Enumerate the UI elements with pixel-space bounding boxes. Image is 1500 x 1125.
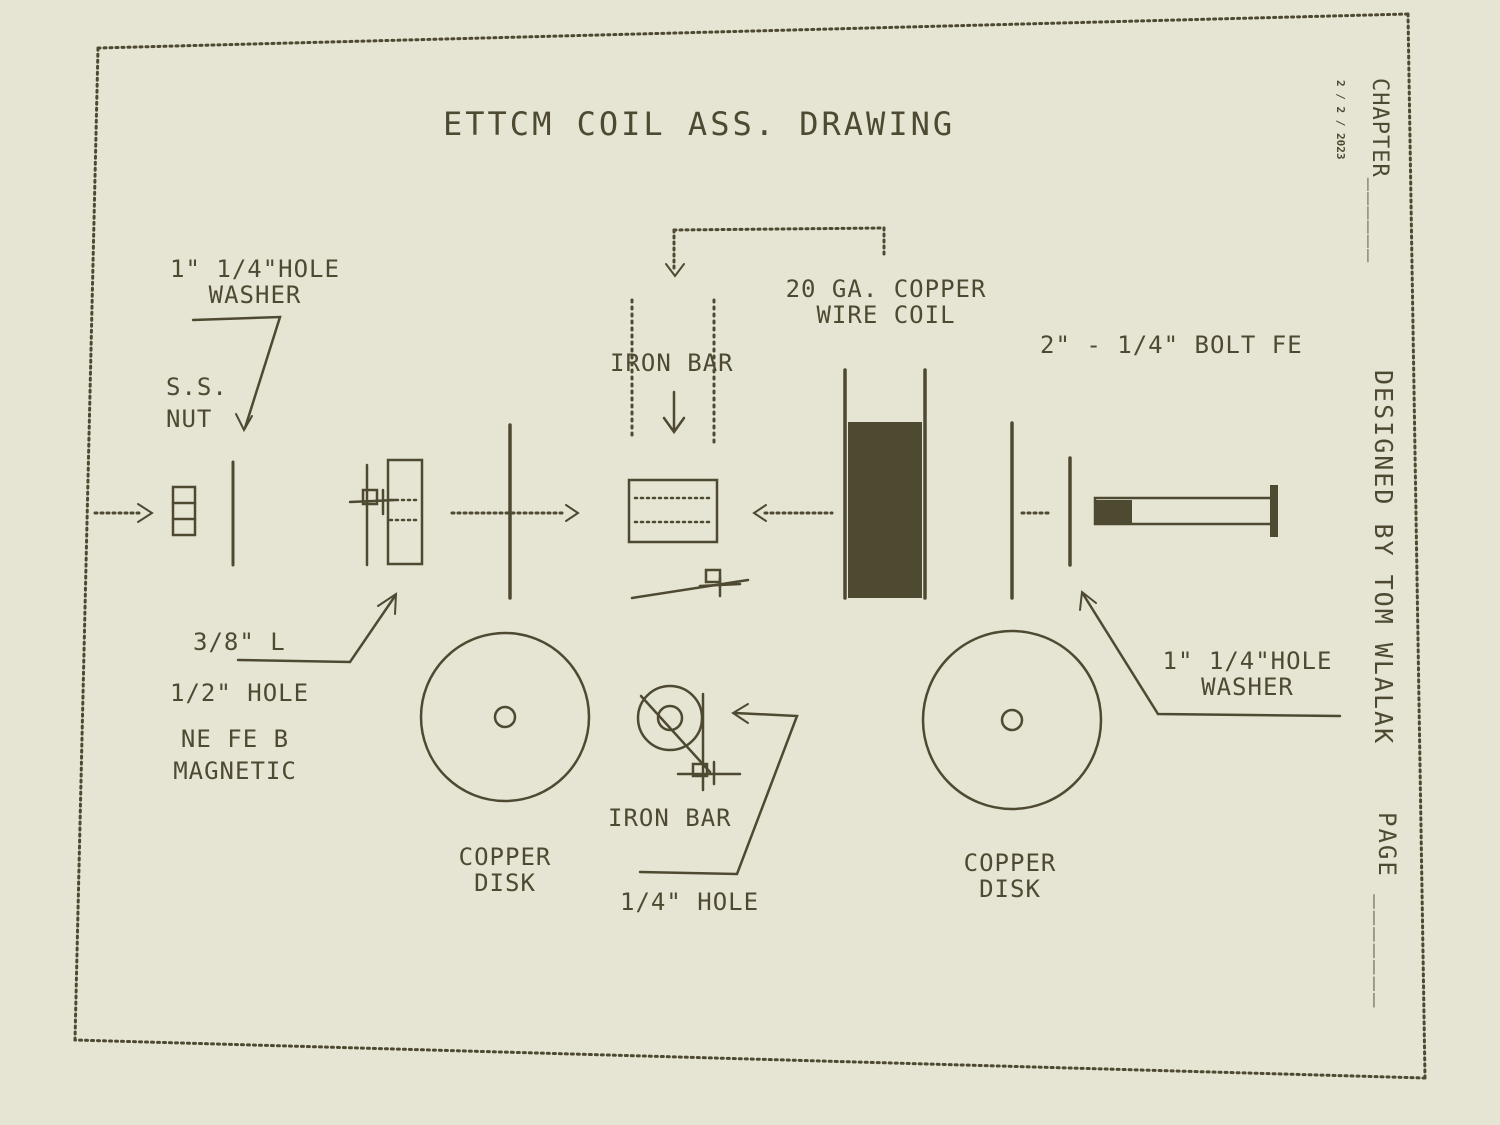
wire-coil-label-line1: 20 GA. COPPER — [785, 275, 987, 303]
copper-disk-right-label-line2: DISK — [979, 875, 1041, 903]
wire-coil-label-line2: WIRE COIL — [816, 301, 956, 329]
washer-left-leader-arrowhead — [235, 413, 253, 433]
magnet-leader-arrowhead — [377, 592, 398, 615]
page-field: PAGE _______ — [1373, 812, 1401, 1010]
copper-disk-left-label-line2: DISK — [474, 869, 536, 897]
copper-disk-right-label: COPPER DISK — [940, 850, 1080, 902]
iron-bar-down-arrowhead — [662, 416, 686, 435]
copper-disk-right-label-line1: COPPER — [963, 849, 1057, 877]
copper-disk-left-label: COPPER DISK — [435, 844, 575, 896]
magnet-hole-label: 1/2" HOLE — [170, 679, 310, 707]
washer-right-label: 1" 1/4"HOLE WASHER — [1145, 648, 1350, 700]
wire-coil — [843, 368, 927, 600]
copper-disk-left-face — [419, 631, 591, 803]
magnet-leader — [236, 594, 397, 664]
magnet-material-label-line1: NE FE B — [180, 725, 290, 753]
iron-bar-bracket-top — [630, 568, 750, 600]
washer-left-label-line2: WASHER — [208, 281, 302, 309]
quarter-hole-leader-arrowhead — [731, 703, 749, 724]
iron-bar-end-view — [636, 684, 742, 792]
magnet-length-label: 3/8" L — [193, 628, 286, 656]
copper-disk-right-face — [921, 629, 1103, 811]
ss-nut — [171, 485, 197, 537]
ss-nut-label: S.S. NUT — [166, 374, 228, 432]
ss-nut-label-line2: NUT — [166, 405, 213, 433]
washer-right-label-line2: WASHER — [1201, 673, 1294, 701]
iron-bar — [627, 478, 719, 544]
sheet-border — [73, 12, 1427, 1080]
washer-left-label-line1: 1" 1/4"HOLE — [170, 255, 340, 283]
drawing-title: ETTCM COIL ASS. DRAWING — [443, 105, 956, 143]
washer-left-label: 1" 1/4"HOLE WASHER — [160, 256, 350, 308]
magnet-material-label-line2: MAGNETIC — [173, 757, 297, 785]
input-arrowhead — [137, 503, 154, 523]
quarter-hole-label: 1/4" HOLE — [620, 888, 760, 916]
bolt-label: 2" - 1/4" BOLT FE — [1040, 331, 1303, 359]
chapter-field: CHAPTER______ — [1367, 78, 1392, 264]
magnet-assembly — [348, 458, 424, 567]
magnet-material-label: NE FE B MAGNETIC — [160, 726, 310, 784]
ss-nut-label-line1: S.S. — [166, 373, 228, 401]
washer-right-leader-arrowhead — [1079, 590, 1097, 611]
wire-coil-label: 20 GA. COPPER WIRE COIL — [766, 276, 1006, 328]
top-dotted-bracket — [672, 226, 886, 270]
copper-disk-left-label-line1: COPPER — [458, 843, 552, 871]
washer-left-leader — [191, 315, 282, 430]
washer-right-label-line1: 1" 1/4"HOLE — [1162, 647, 1333, 675]
iron-bar-guides — [630, 298, 716, 444]
top-bracket-arrowhead — [665, 263, 685, 278]
coil-to-bar-arrowhead — [752, 504, 767, 522]
bolt — [1093, 485, 1278, 537]
designer-credit: DESIGNED BY TOM WLALAK — [1369, 370, 1398, 746]
drawing-date: 2 / 2 / 2023 — [1334, 80, 1347, 160]
washer-right-leader — [1081, 592, 1342, 718]
iron-bar-top-label: IRON BAR — [610, 349, 734, 377]
iron-bar-bottom-label: IRON BAR — [608, 804, 732, 832]
magnet-to-bar-arrowhead — [565, 504, 580, 522]
quarter-hole-leader — [638, 711, 799, 876]
